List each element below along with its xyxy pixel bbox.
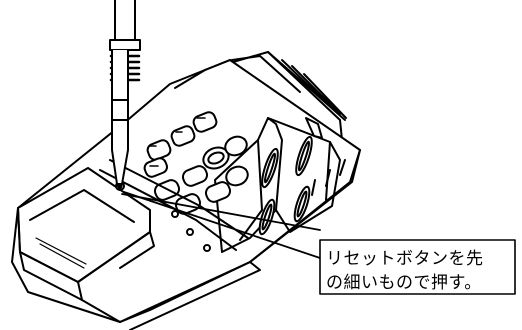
keypad [143, 111, 249, 215]
top-rails [99, 159, 249, 252]
front-housing [17, 167, 155, 323]
callout-line-2: の細いもので押す。 [326, 273, 482, 293]
callout-label: リセットボタンを先 の細いもので押す。 [326, 247, 516, 295]
stylus-pen-icon [109, 0, 141, 191]
hinge-plate [214, 117, 341, 253]
callout-line-1: リセットボタンを先 [326, 249, 484, 269]
callout [121, 191, 516, 295]
